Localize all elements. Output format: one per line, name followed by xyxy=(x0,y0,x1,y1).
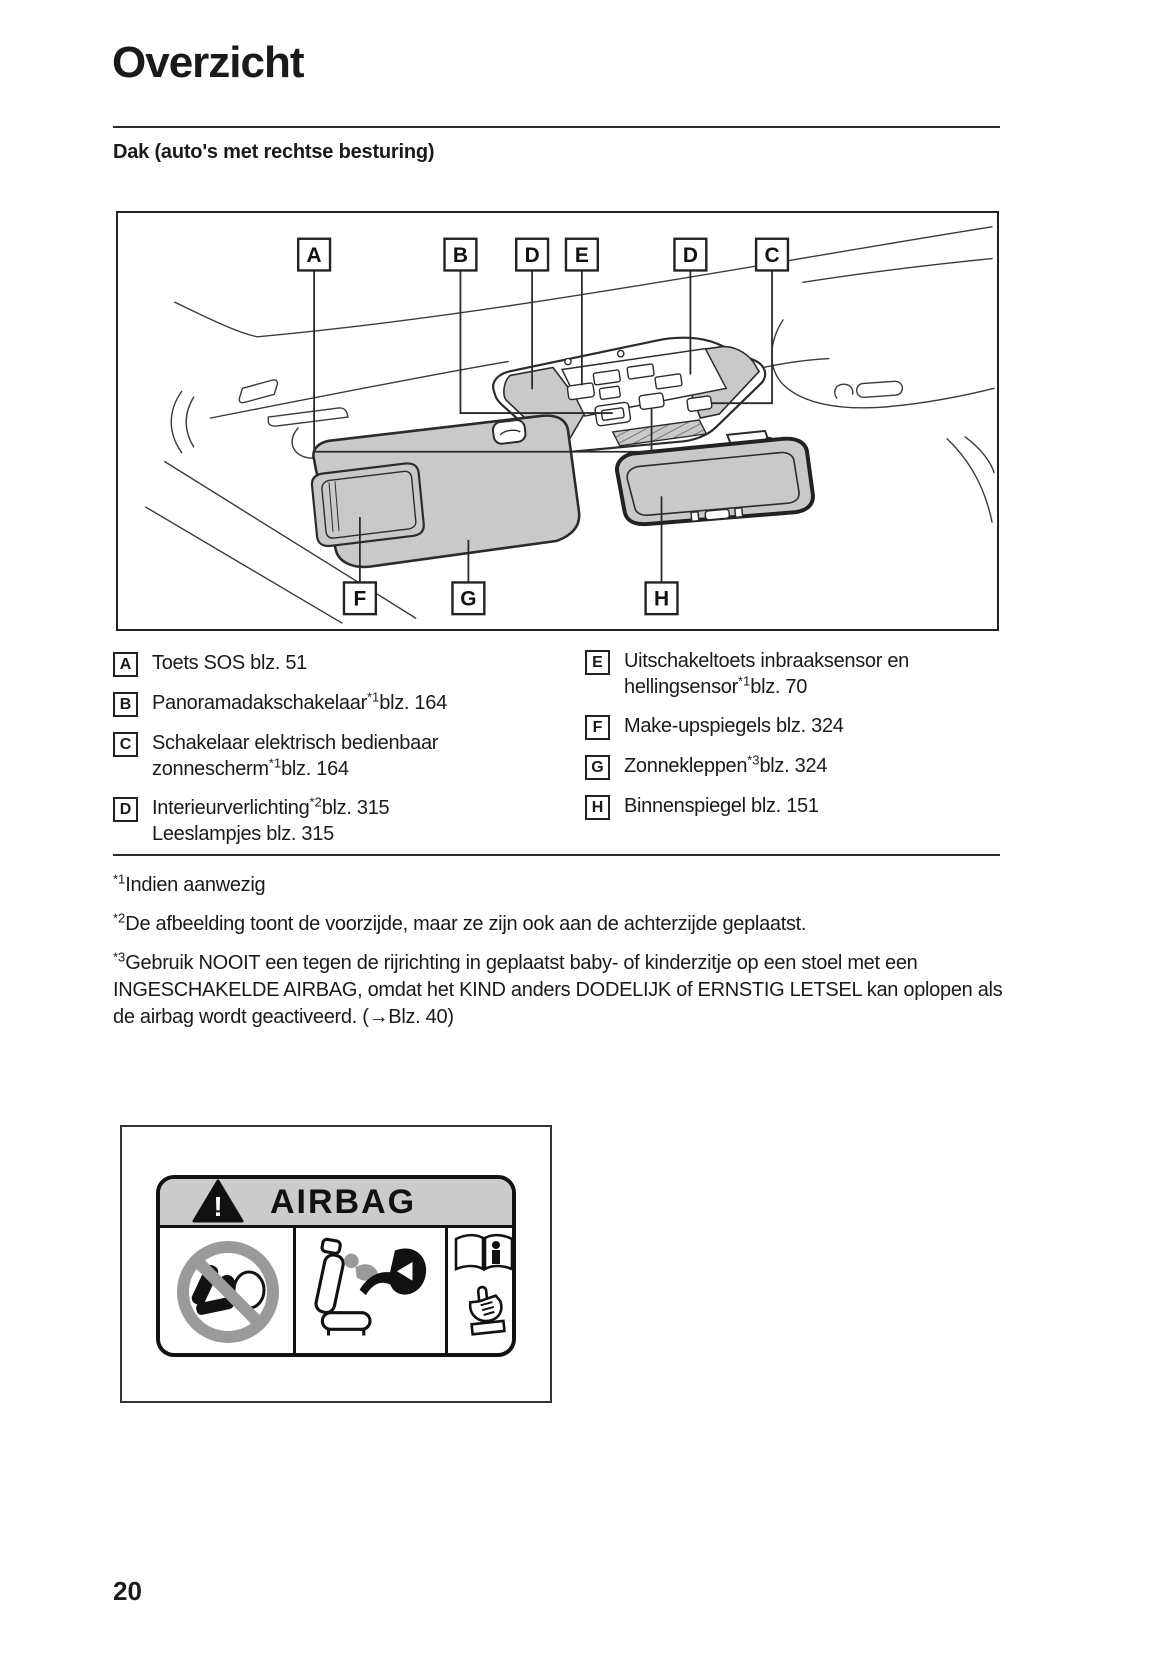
leader-A xyxy=(313,270,653,453)
footnote-marker: *1 xyxy=(268,755,282,771)
airbag-label-header: ! AIRBAG xyxy=(160,1179,512,1228)
footnote-3: *3Gebruik NOOIT een tegen de rijrichting… xyxy=(113,949,1003,1028)
legend-key-C: C xyxy=(113,732,138,757)
sos-button xyxy=(638,392,665,411)
callout-D: D xyxy=(673,237,708,272)
svg-text:B: B xyxy=(453,244,468,267)
airbag-label-panels xyxy=(160,1228,512,1353)
footnote-marker: *1 xyxy=(366,689,380,705)
legend-text: Panoramadakschakelaar*1blz. 164 xyxy=(152,689,447,714)
legend-item-G: G Zonnekleppen*3blz. 324 xyxy=(585,753,1000,780)
footnote-2: *2De afbeelding toont de voorzijde, maar… xyxy=(113,910,807,935)
legend-key-F: F xyxy=(585,715,610,740)
airbag-deploys-at-seat-icon xyxy=(314,1237,427,1336)
sun-visor xyxy=(310,414,581,569)
footnote-marker: *3 xyxy=(747,752,760,768)
grab-handle xyxy=(855,380,904,399)
vanity-mirror xyxy=(310,462,425,548)
svg-text:C: C xyxy=(764,244,779,267)
svg-text:H: H xyxy=(654,588,669,611)
page-title: Overzicht xyxy=(112,38,305,87)
legend-text: Binnenspiegel blz. 151 xyxy=(624,795,819,817)
callout-E: E xyxy=(564,237,600,272)
svg-text:A: A xyxy=(307,244,322,267)
callout-C: C xyxy=(754,237,790,272)
mirror-body xyxy=(615,436,815,527)
callout-A: A xyxy=(296,237,332,272)
legend-text: Toets SOS blz. 51 xyxy=(152,652,307,674)
roof-diagram: A B D E D C F G H xyxy=(145,226,995,624)
callout-G: G xyxy=(451,581,486,616)
footnotes: *1Indien aanwezig *2De afbeelding toont d… xyxy=(113,872,1018,1043)
legend-key-D: D xyxy=(113,797,138,822)
callout-F: F xyxy=(342,581,378,616)
leader-C xyxy=(711,270,773,405)
footnote-marker: *1 xyxy=(737,673,751,689)
title-divider xyxy=(113,126,1000,128)
callout-H: H xyxy=(644,581,679,616)
legend-item-H: H Binnenspiegel blz. 151 xyxy=(585,793,1000,820)
legend-key-E: E xyxy=(585,650,610,675)
legend-key-G: G xyxy=(585,755,610,780)
legend-column-left: A Toets SOS blz. 51 B Panoramadakschakelaar… xyxy=(113,650,578,860)
legend-item-A: A Toets SOS blz. 51 xyxy=(113,650,578,677)
footnote-marker: *3 xyxy=(113,949,126,965)
leader-B xyxy=(459,270,613,414)
legend-key-B: B xyxy=(113,692,138,717)
svg-text:F: F xyxy=(354,588,367,611)
page-number: 20 xyxy=(113,1576,142,1606)
visor-hook xyxy=(491,419,527,445)
svg-text:G: G xyxy=(460,588,476,611)
airbag-label-title: AIRBAG xyxy=(270,1182,417,1221)
no-rear-facing-child-seat-icon xyxy=(177,1241,279,1343)
svg-text:D: D xyxy=(683,244,698,267)
read-owners-manual-icon xyxy=(454,1233,512,1336)
legend-text: Zonnekleppen*3blz. 324 xyxy=(624,752,828,777)
footnote-marker: *2 xyxy=(309,794,322,810)
airbag-label-figure: ! AIRBAG xyxy=(120,1125,552,1403)
legend-key-A: A xyxy=(113,652,138,677)
rearview-mirror xyxy=(615,429,815,527)
legend-divider xyxy=(113,854,1000,856)
mic-grille xyxy=(611,419,708,447)
warning-triangle-icon: ! xyxy=(192,1179,244,1223)
alarm-off-switch xyxy=(566,382,595,401)
svg-text:E: E xyxy=(575,244,589,267)
panel-divider xyxy=(445,1228,448,1353)
callout-B: B xyxy=(443,237,478,272)
leader-lines xyxy=(313,270,773,590)
footnote-marker: *2 xyxy=(113,910,126,926)
svg-text:!: ! xyxy=(213,1191,222,1222)
airbag-warning-label: ! AIRBAG xyxy=(156,1175,516,1357)
footnote-1: *1Indien aanwezig xyxy=(113,871,266,896)
section-subtitle: Dak (auto's met rechtse besturing) xyxy=(113,141,435,163)
legend-text: Make-upspiegels blz. 324 xyxy=(624,715,844,737)
legend-item-B: B Panoramadakschakelaar*1blz. 164 xyxy=(113,690,578,717)
callout-D: D xyxy=(514,237,550,272)
sunshade-switch xyxy=(686,395,713,413)
footnote-marker: *1 xyxy=(113,871,126,887)
callout-boxes: A B D E D C F G H xyxy=(296,237,790,616)
roof-diagram-frame: A B D E D C F G H xyxy=(116,211,999,631)
panel-divider xyxy=(293,1228,296,1353)
legend-item-F: F Make-upspiegels blz. 324 xyxy=(585,713,1000,740)
legend-key-H: H xyxy=(585,795,610,820)
svg-text:D: D xyxy=(525,244,540,267)
